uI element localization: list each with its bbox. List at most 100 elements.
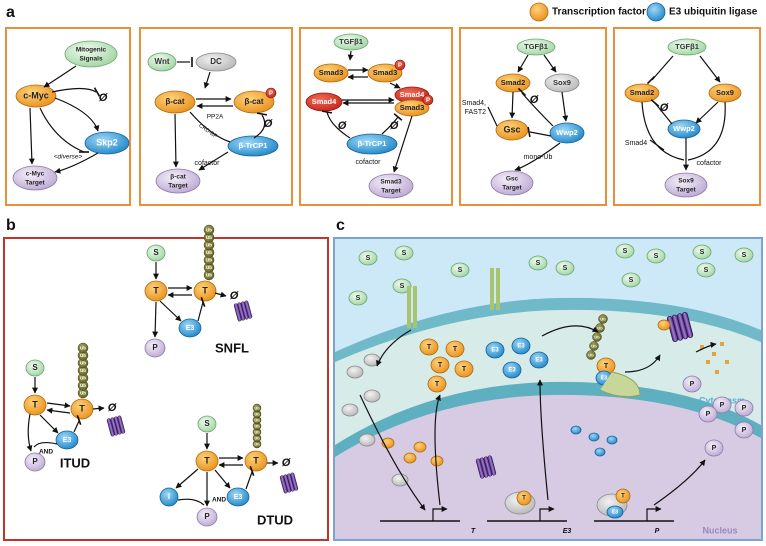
c-e3-out xyxy=(537,379,549,501)
c-gene-label: T xyxy=(471,528,476,535)
a1-skp2-label: Skp2 xyxy=(96,137,118,147)
b-dtud-p-shape xyxy=(196,507,218,527)
c-transducer-shape xyxy=(341,403,359,417)
a5-target-shape xyxy=(664,172,708,198)
c-p-out xyxy=(653,459,706,506)
c-ub-shape xyxy=(589,341,599,351)
b-dtud-degradation: Ø xyxy=(282,457,291,469)
panel-label-b: b xyxy=(6,217,16,234)
c-peptide xyxy=(712,352,716,356)
a5-degradation: Ø xyxy=(660,102,669,114)
b-dtud-ub-label: Ub xyxy=(254,429,260,434)
c-signal-shape xyxy=(394,245,414,261)
c-signal-shape xyxy=(348,290,368,306)
a2-btrcp1-shape xyxy=(227,135,279,157)
a5-tgf-sox9 xyxy=(699,55,721,83)
panel-label-c: c xyxy=(336,217,345,234)
b-dtud-ub-label: Ub xyxy=(254,423,260,428)
c-dna-tf-shape xyxy=(516,490,532,506)
legend-tf-shape xyxy=(529,2,549,22)
b-snfl-e3-label: E3 xyxy=(186,325,195,332)
c-peptide xyxy=(720,342,724,346)
proteasome-ring xyxy=(681,312,694,338)
b-itud-e3-shape xyxy=(55,430,79,450)
a3-smad3-complex-label: Smad3 xyxy=(400,103,425,112)
b-dtud-e3-t2 xyxy=(245,471,253,490)
b-snfl-ub-label: Ub xyxy=(206,257,212,262)
c-product-label: P xyxy=(742,405,747,412)
c-signal-shape xyxy=(621,272,641,288)
a2-dc-label: DC xyxy=(210,57,222,66)
b-itud-e3-t2 xyxy=(73,420,80,433)
a5-cofactor: cofactor xyxy=(697,160,723,167)
b-itud-p-label: P xyxy=(32,457,38,466)
b-snfl-s-label: S xyxy=(153,248,159,257)
a1-skp2-shape xyxy=(84,131,130,155)
a2-bcat1-shape xyxy=(154,90,196,114)
b-dtud-i-p xyxy=(177,498,205,506)
a3-degradation-1: Ø xyxy=(338,120,347,132)
a1-mitogenic-signals-label: Mitogenic xyxy=(76,47,107,54)
a5-smad4-line xyxy=(649,139,665,151)
a4-target-label: Gsc xyxy=(506,176,519,183)
c-e3-shape xyxy=(485,341,505,359)
proteasome-ring xyxy=(290,472,299,491)
c-signal-shape xyxy=(528,255,548,271)
a3-btrcp1-shape xyxy=(346,133,398,155)
b-dtud-proteasome xyxy=(279,472,299,494)
b-snfl-t2-label: T xyxy=(202,285,208,295)
c-signal-label: S xyxy=(366,255,371,262)
b-snfl-t-p xyxy=(152,301,159,338)
c-transducer-shape xyxy=(363,389,381,403)
b-dtud-t-label: T xyxy=(204,455,210,465)
a4-wwp2-gsc xyxy=(529,131,552,137)
a3-smad3-label: Smad3 xyxy=(319,68,344,77)
a4-fast2: FAST2 xyxy=(465,109,487,116)
b-itud-proteasome xyxy=(106,415,126,437)
b-itud-t-p xyxy=(26,413,33,452)
a4-target-label2: Target xyxy=(502,185,522,192)
b-snfl-e3-shape xyxy=(178,318,202,338)
a1-cmyc-label: c-Myc xyxy=(23,90,49,100)
panel-a2-frame xyxy=(139,27,293,206)
a3-smad3-shape xyxy=(313,63,349,83)
a5-sox9-curve xyxy=(687,101,726,161)
b-itud-fwd xyxy=(46,402,71,409)
a4-tgfb1-label: TGFβ1 xyxy=(524,42,548,51)
b-dtud-s-label: S xyxy=(204,419,210,428)
b-snfl-t2-shape xyxy=(193,280,217,302)
b-snfl-degradation: Ø xyxy=(230,290,239,302)
b-dtud-label: DTUD xyxy=(257,512,293,527)
a3-phospho-2-shape xyxy=(422,94,434,106)
c-signal-shape xyxy=(450,262,470,278)
c-gene-label: E3 xyxy=(563,528,572,535)
receptor xyxy=(490,268,500,310)
b-itud-ub-label: Ub xyxy=(80,390,86,395)
a4-side-line xyxy=(487,106,498,127)
a4-monoub: mono-Ub xyxy=(524,154,553,161)
c-signal-shape xyxy=(358,250,378,266)
b-itud-label: ITUD xyxy=(60,455,90,470)
b-snfl-ub-label: Ub xyxy=(206,272,212,277)
a4-tgfb1-shape xyxy=(516,38,556,56)
a4-smad2-gsc xyxy=(509,91,516,119)
legend-e3-shape xyxy=(646,2,666,22)
b-itud-ub-label: Ub xyxy=(80,375,86,380)
c-nuclear-e3-shape xyxy=(606,435,618,445)
b-itud-degradation: Ø xyxy=(108,402,117,414)
a2-phospho-shape xyxy=(265,87,277,99)
a5-tgf-smad2 xyxy=(651,55,674,81)
b-itud-s-label: S xyxy=(32,363,38,372)
a1-myc-inhib xyxy=(51,87,97,93)
a3-tgfb1-shape xyxy=(333,33,369,51)
a4-wwp2-label: Wwp2 xyxy=(556,128,578,137)
b-itud-back xyxy=(46,407,71,414)
a1-target-label2: Target xyxy=(25,180,45,187)
c-signal-shape xyxy=(696,262,716,278)
c-promoter xyxy=(539,506,555,521)
b-itud-ub-shape xyxy=(77,342,89,354)
c-to-gene xyxy=(359,394,426,511)
a2-phospho-label: P xyxy=(269,91,273,97)
a5-smad2-curve xyxy=(641,101,685,161)
c-product-shape xyxy=(734,421,754,439)
